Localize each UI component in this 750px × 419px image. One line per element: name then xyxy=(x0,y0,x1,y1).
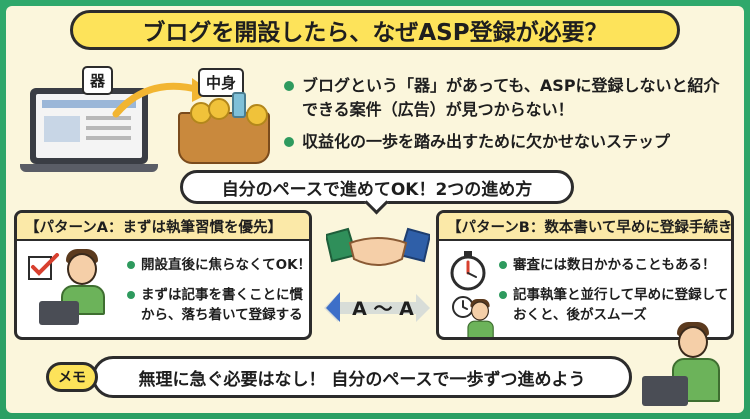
list-item: 審査には数日かかることもある！ xyxy=(499,255,731,275)
laptop-base xyxy=(20,164,158,172)
bullet-icon xyxy=(284,137,294,147)
bullet-icon xyxy=(499,261,507,269)
checklist-icon xyxy=(28,253,59,280)
basket-illustration xyxy=(178,92,270,164)
bullet-icon xyxy=(284,81,294,91)
pattern-a-heading: 【パターンA：まずは執筆習慣を優先】 xyxy=(17,213,309,241)
memo-tag: メモ xyxy=(46,362,98,392)
top-points: ブログという「器」があっても、ASPに登録しないと紹介できる案件（広告）が見つか… xyxy=(284,74,734,162)
pattern-a-card: 【パターンA：まずは執筆習慣を優先】 開設直後に焦らなくてOK！ まずは記事を書… xyxy=(14,210,312,340)
bullet-icon xyxy=(127,291,135,299)
top-point: ブログという「器」があっても、ASPに登録しないと紹介できる案件（広告）が見つか… xyxy=(284,74,734,122)
pattern-b-card: 【パターンB：数本書いて早めに登録手続き】 審査には数日かかることもある！ 記事… xyxy=(436,210,734,340)
approach-banner: 自分のペースで進めてOK！2つの進め方 xyxy=(180,170,574,204)
list-item: 開設直後に焦らなくてOK！ xyxy=(127,255,309,275)
list-item: 記事執筆と並行して早めに登録しておくと、後がスムーズ xyxy=(499,285,731,325)
pattern-a-points: 開設直後に焦らなくてOK！ まずは記事を書くことに慣から、落ち着いて登録する xyxy=(127,255,309,325)
pattern-b-points: 審査には数日かかることもある！ 記事執筆と並行して早めに登録しておくと、後がスム… xyxy=(499,255,731,325)
bullet-icon xyxy=(499,291,507,299)
bullet-icon xyxy=(127,261,135,269)
container-label: 器 xyxy=(82,66,114,95)
list-item: まずは記事を書くことに慣から、落ち着いて登録する xyxy=(127,285,309,325)
stopwatch-icon xyxy=(450,251,486,291)
double-arrow-icon xyxy=(324,292,430,322)
memo-message: 無理に急ぐ必要はなし！ 自分のペースで一歩ずつ進めよう xyxy=(92,356,632,398)
arrow-label: A 〜 A xyxy=(352,297,414,320)
page-title: ブログを開設したら、なぜASP登録が必要？ xyxy=(70,10,680,50)
top-point: 収益化の一歩を踏み出すために欠かせないステップ xyxy=(284,130,734,154)
handshake-icon xyxy=(326,227,430,266)
pattern-b-heading: 【パターンB：数本書いて早めに登録手続き】 xyxy=(439,213,731,241)
